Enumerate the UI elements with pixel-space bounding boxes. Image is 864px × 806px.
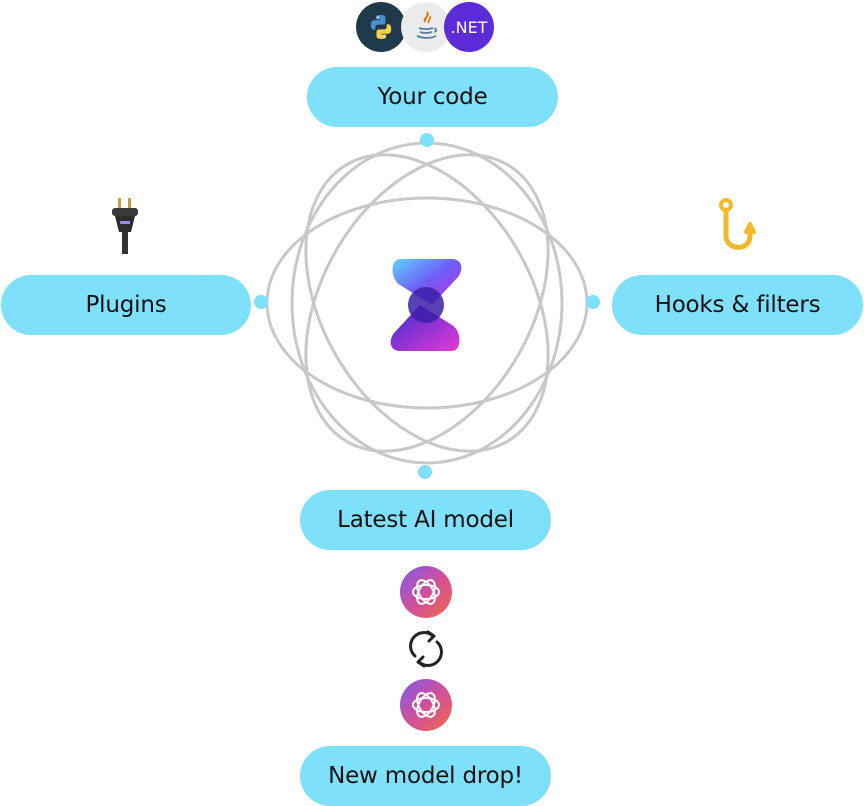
dotnet-label: .NET (450, 17, 488, 37)
refresh-icon (409, 630, 443, 668)
kernel-logo-icon (390, 259, 462, 351)
orbit-dot-left (254, 295, 268, 309)
new-ai-model-icon (400, 679, 452, 731)
plugins-node: Plugins (1, 275, 251, 335)
python-icon (356, 2, 406, 52)
orbit-dot-top (420, 133, 434, 147)
hooks-filters-node: Hooks & filters (612, 275, 863, 335)
your-code-node: Your code (307, 67, 558, 127)
ai-model-icon (400, 566, 452, 618)
java-icon (401, 2, 451, 52)
new-model-drop-node: New model drop! (300, 746, 551, 806)
orbit-dot-bottom (418, 465, 432, 479)
dotnet-badge: .NET (444, 2, 494, 52)
orbit-dot-right (586, 295, 600, 309)
hook-icon (719, 198, 756, 250)
plug-icon (112, 198, 138, 254)
latest-ai-model-node: Latest AI model (300, 490, 551, 550)
atom-orbits (254, 133, 600, 479)
